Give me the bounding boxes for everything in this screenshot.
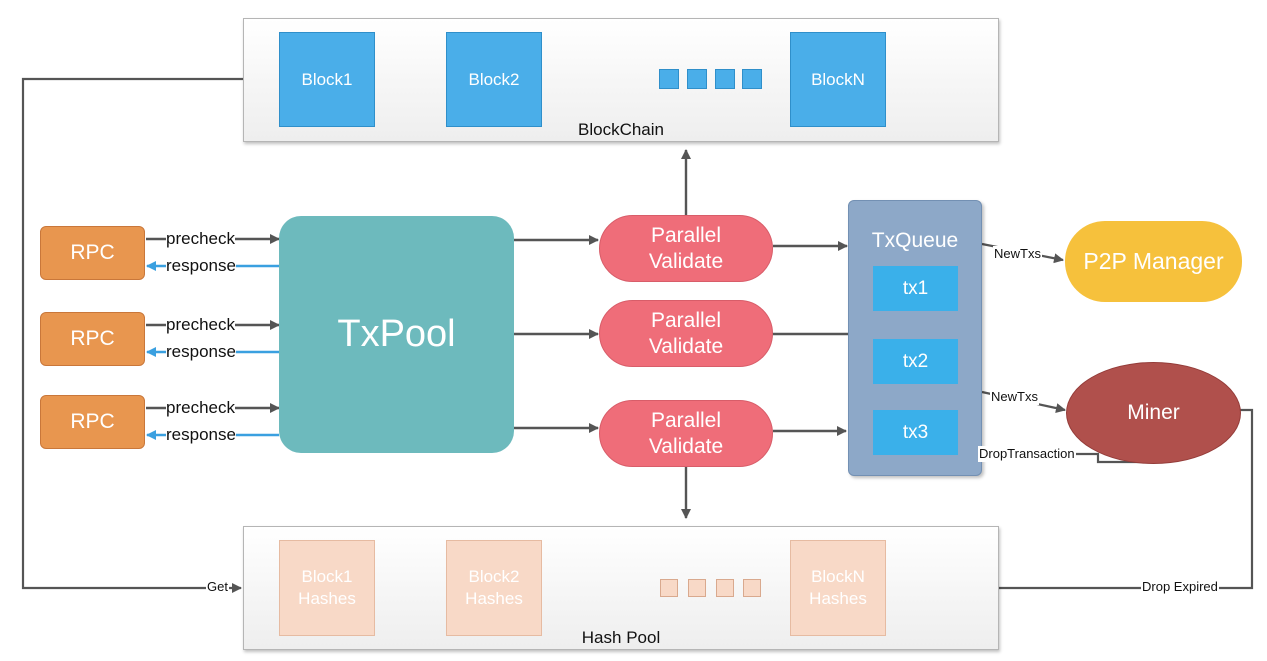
rpc-node-1: RPC: [40, 226, 145, 280]
block-n: BlockN: [790, 32, 886, 127]
chain-square-3: [715, 69, 735, 89]
chain-square-1: [659, 69, 679, 89]
response-label-2: response: [166, 342, 236, 362]
response-label-1: response: [166, 256, 236, 276]
hash-block-1: Block1 Hashes: [279, 540, 375, 636]
parallel-validate-2-line1: Parallel: [650, 308, 722, 332]
precheck-label-1: precheck: [166, 229, 235, 249]
parallel-validate-1-line2: Validate: [648, 249, 724, 273]
hash-square-4: [743, 579, 761, 597]
arrow-drop-expired: [941, 408, 1254, 593]
tx-item-2: tx2: [873, 339, 958, 384]
block-1: Block1: [279, 32, 375, 127]
hash-block-2: Block2 Hashes: [446, 540, 542, 636]
rpc-node-3: RPC: [40, 395, 145, 449]
txqueue-title: TxQueue: [871, 229, 959, 252]
hash-square-3: [716, 579, 734, 597]
newtxs-miner-label: NewTxs: [990, 389, 1039, 405]
hash-square-1: [660, 579, 678, 597]
drop-transaction-label: DropTransaction: [978, 446, 1076, 462]
drop-expired-label: Drop Expired: [1141, 579, 1219, 595]
parallel-validate-2: Parallel Validate: [599, 300, 773, 367]
parallel-validate-1-line1: Parallel: [650, 223, 722, 247]
tx-item-3: tx3: [873, 410, 958, 455]
miner-node: Miner: [1066, 362, 1241, 464]
precheck-label-2: precheck: [166, 315, 235, 335]
chain-square-2: [687, 69, 707, 89]
parallel-validate-3-line2: Validate: [648, 434, 724, 458]
precheck-label-3: precheck: [166, 398, 235, 418]
parallel-validate-1: Parallel Validate: [599, 215, 773, 282]
parallel-validate-2-line2: Validate: [648, 334, 724, 358]
newtxs-p2p-label: NewTxs: [993, 246, 1042, 262]
hash-block-1-line1: Block1: [301, 567, 353, 586]
rpc-node-2: RPC: [40, 312, 145, 366]
tx-item-1: tx1: [873, 266, 958, 311]
hash-block-n-line2: Hashes: [809, 589, 867, 608]
blockchain-title: BlockChain: [578, 120, 664, 139]
p2p-manager-node: P2P Manager: [1065, 221, 1242, 302]
hash-block-n: BlockN Hashes: [790, 540, 886, 636]
block-2: Block2: [446, 32, 542, 127]
hash-block-n-line1: BlockN: [811, 567, 865, 586]
get-label: Get: [206, 579, 229, 595]
parallel-validate-3-line1: Parallel: [650, 408, 722, 432]
hashpool-title: Hash Pool: [581, 628, 661, 647]
parallel-validate-3: Parallel Validate: [599, 400, 773, 467]
arrow-get: [21, 77, 243, 593]
hash-square-2: [688, 579, 706, 597]
hash-block-2-line2: Hashes: [465, 589, 523, 608]
chain-square-4: [742, 69, 762, 89]
txpool-node: TxPool: [279, 216, 514, 453]
hash-block-2-line1: Block2: [468, 567, 520, 586]
response-label-3: response: [166, 425, 236, 445]
hash-block-1-line2: Hashes: [298, 589, 356, 608]
